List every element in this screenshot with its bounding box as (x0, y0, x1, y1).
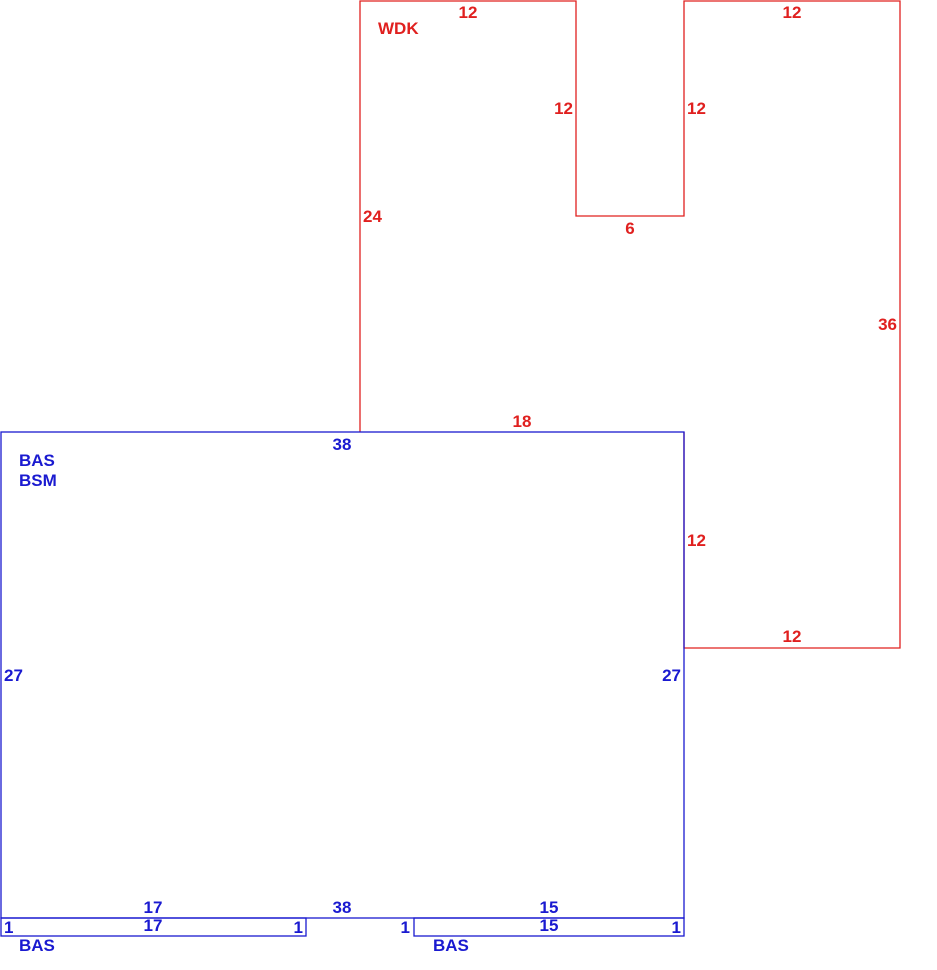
main-dim-left: 27 (4, 666, 23, 685)
wdk-dim-left: 24 (363, 207, 382, 226)
wdk-dim-bottom: 12 (783, 627, 802, 646)
bas-right-dim-left: 1 (401, 918, 410, 937)
wdk-dim-top-right: 12 (783, 3, 802, 22)
wdk-dim-bottom-join: 18 (513, 412, 532, 431)
bas-left-dim-left: 1 (4, 918, 13, 937)
bas-right-dim-top: 15 (540, 916, 559, 935)
bas-right-strip-outline (413, 917, 685, 937)
bas-left-dim-top: 17 (144, 916, 163, 935)
wdk-dim-right: 36 (878, 315, 897, 334)
wdk-outline (359, 0, 901, 649)
wdk-dim-right-lower: 12 (687, 531, 706, 550)
wdk-dim-notch-left: 12 (554, 99, 573, 118)
wdk-dim-notch-bottom: 6 (625, 219, 634, 238)
bas-left-dim-right: 1 (294, 918, 303, 937)
wdk-dim-notch-right: 12 (687, 99, 706, 118)
main-dim-bottom-right-seg: 15 (540, 898, 559, 917)
main-area-code-bas: BAS (19, 451, 55, 470)
bas-right-dim-right: 1 (672, 918, 681, 937)
main-dim-bottom-left-seg: 17 (144, 898, 163, 917)
wdk-dim-top-left: 12 (459, 3, 478, 22)
bas-left-strip-outline (0, 917, 307, 937)
main-area-code-bsm: BSM (19, 471, 57, 490)
wdk-area-code: WDK (378, 19, 419, 38)
main-dim-bottom: 38 (333, 898, 352, 917)
bas-left-area-code: BAS (19, 936, 55, 955)
main-dim-right: 27 (662, 666, 681, 685)
main-dim-top: 38 (333, 435, 352, 454)
bas-right-area-code: BAS (433, 936, 469, 955)
main-bas-bsm-outline (0, 431, 685, 919)
